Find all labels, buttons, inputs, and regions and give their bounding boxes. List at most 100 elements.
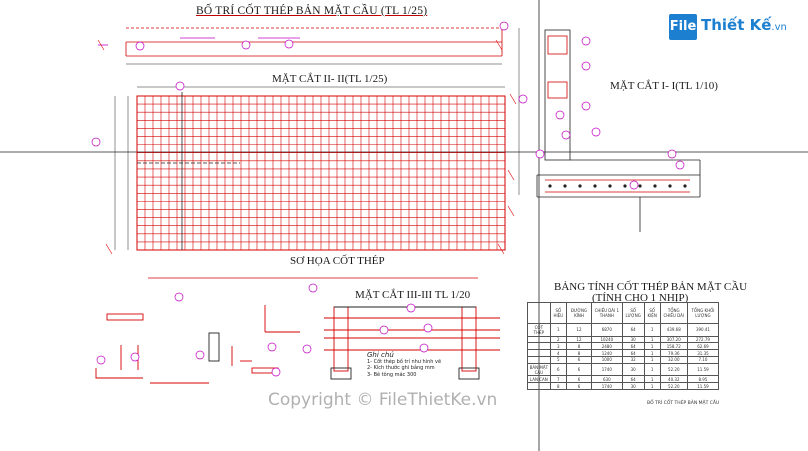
bom-cell: 7 [549, 375, 567, 384]
bom-cell: 6 [565, 382, 593, 390]
bom-cell: 31.35 [686, 349, 720, 357]
bom-cell: 439.68 [659, 323, 688, 337]
bom-cell: 8.95 [686, 375, 720, 384]
bom-group-cell: CỐT THÉP [527, 323, 551, 337]
notes-title: Ghi chú [367, 351, 394, 359]
bom-cell: 2480 [591, 342, 623, 351]
bom-cell: 1 [643, 382, 661, 390]
bom-group-cell [527, 382, 551, 390]
bom-group-cell [527, 342, 551, 351]
bom-header-group [527, 302, 551, 324]
bom-header-cell: SỐ LƯỢNG [621, 302, 645, 324]
slab-mesh [114, 86, 506, 251]
bom-cell: 64 [621, 375, 645, 384]
callout-markers [91, 21, 685, 377]
title-section-1: MẶT CẮT I- I(TL 1/10) [610, 80, 718, 92]
bom-cell: 40.32 [659, 375, 688, 384]
bom-cell: 1 [643, 323, 661, 337]
bom-cell: 1240 [591, 349, 623, 357]
top-slab-plan [98, 26, 503, 65]
bom-cell: 30 [621, 382, 645, 390]
bom-cell: 4 [549, 349, 567, 357]
bom-cell: 6870 [591, 323, 623, 337]
bom-group-cell [527, 355, 551, 364]
bom-cell: 10240 [591, 335, 623, 344]
bom-cell: 630 [591, 375, 623, 384]
logo-word: Thiết Kế.vn [701, 16, 787, 34]
bom-header-cell: TỔNG CHIỀU DÀI [659, 302, 688, 324]
bom-cell: 5 [549, 355, 567, 364]
bom-cell: 12 [565, 323, 593, 337]
bom-header-cell: TỔNG KHỐI LƯỢNG [686, 302, 720, 324]
sheet-caption: BỐ TRÍ CỐT THÉP BẢN MẶT CẦU [647, 401, 720, 406]
bom-table-wrap: SỐ HIỆU ĐƯỜNG KÍNH CHIỀU DÀI 1 THANH SỐ … [527, 302, 720, 390]
bom-cell: 79.36 [659, 349, 688, 357]
table-title-1: BẢNG TÍNH CỐT THÉP BẢN MẶT CẦU [554, 281, 748, 293]
note-line-1: 1- Cốt thép bố trí như hình vẽ [367, 358, 442, 365]
bom-group-cell [527, 335, 551, 344]
bom-header-cell: SỐ HIỆU [549, 302, 567, 324]
bom-cell: 64 [621, 323, 645, 337]
bom-header-cell: CHIỀU DÀI 1 THANH [591, 302, 623, 324]
bom-cell: 390.41 [686, 323, 720, 337]
bom-cell: 30 [621, 335, 645, 344]
bom-cell: 158.72 [659, 342, 688, 351]
bom-header-cell: SỐ KIỆN [643, 302, 661, 324]
bom-cell: 1000 [591, 355, 623, 364]
bom-cell: 1 [643, 349, 661, 357]
bom-cell: 1 [549, 323, 567, 337]
bom-cell: 7.10 [686, 355, 720, 364]
table-title-2: (TÍNH CHO 1 NHỊP) [592, 292, 689, 304]
dimension-ticks [97, 39, 517, 255]
bom-cell: 1 [643, 335, 661, 344]
bom-cell: 1 [643, 362, 661, 377]
bom-header-cell: ĐƯỜNG KÍNH [565, 302, 593, 324]
section-1-bars [548, 184, 687, 188]
bom-cell: 11.59 [686, 382, 720, 390]
bom-group-cell: LAN CAN [527, 375, 551, 384]
title-section-2: MẶT CẮT II- II(TL 1/25) [272, 73, 388, 85]
copyright-watermark: Copyright © FileThietKe.vn [268, 390, 498, 410]
bom-cell: 272.79 [686, 335, 720, 344]
bom-cell: 32 [621, 355, 645, 364]
bom-cell: 307.20 [659, 335, 688, 344]
bom-cell: 1740 [591, 382, 623, 390]
logo-tld: .vn [771, 22, 787, 33]
bom-cell: 6 [565, 362, 593, 377]
bom-cell: 2 [549, 335, 567, 344]
sketch-bars [95, 305, 300, 384]
bom-cell: 62.69 [686, 342, 720, 351]
title-section-3: MẶT CẮT III-III TL 1/20 [355, 289, 471, 301]
bom-cell: 1 [643, 342, 661, 351]
bom-cell: 3 [549, 342, 567, 351]
bom-cell: 6 [565, 375, 593, 384]
bom-cell: 32.00 [659, 355, 688, 364]
note-line-3: 3- Bê tông mác 300 [367, 371, 417, 378]
section-1-drawing [518, 28, 701, 232]
brand-logo[interactable]: File Thiết Kế.vn [669, 14, 789, 40]
bom-group-cell: BẢN MẶT CẦU [527, 362, 551, 377]
logo-word-text: Thiết Kế [701, 16, 772, 34]
bom-cell: 6 [549, 362, 567, 377]
note-line-2: 2- Kích thước ghi bằng mm [367, 365, 435, 371]
bom-cell: 1740 [591, 362, 623, 377]
bom-cell: 52.20 [659, 362, 688, 377]
bom-cell: 52.20 [659, 382, 688, 390]
bom-group-cell [527, 349, 551, 357]
bom-cell: 6 [565, 355, 593, 364]
bom-cell: 8 [549, 382, 567, 390]
bom-cell: 1 [643, 355, 661, 364]
bom-cell: 8 [565, 349, 593, 357]
notes-block: Ghi chú 1- Cốt thép bố trí như hình vẽ 2… [367, 352, 441, 378]
title-sketch: SƠ HỌA CỐT THÉP [290, 255, 385, 267]
bom-cell: 12 [565, 335, 593, 344]
title-rebar-layout: BỐ TRÍ CỐT THÉP BẢN MẶT CẦU (TL 1/25) [196, 5, 428, 17]
